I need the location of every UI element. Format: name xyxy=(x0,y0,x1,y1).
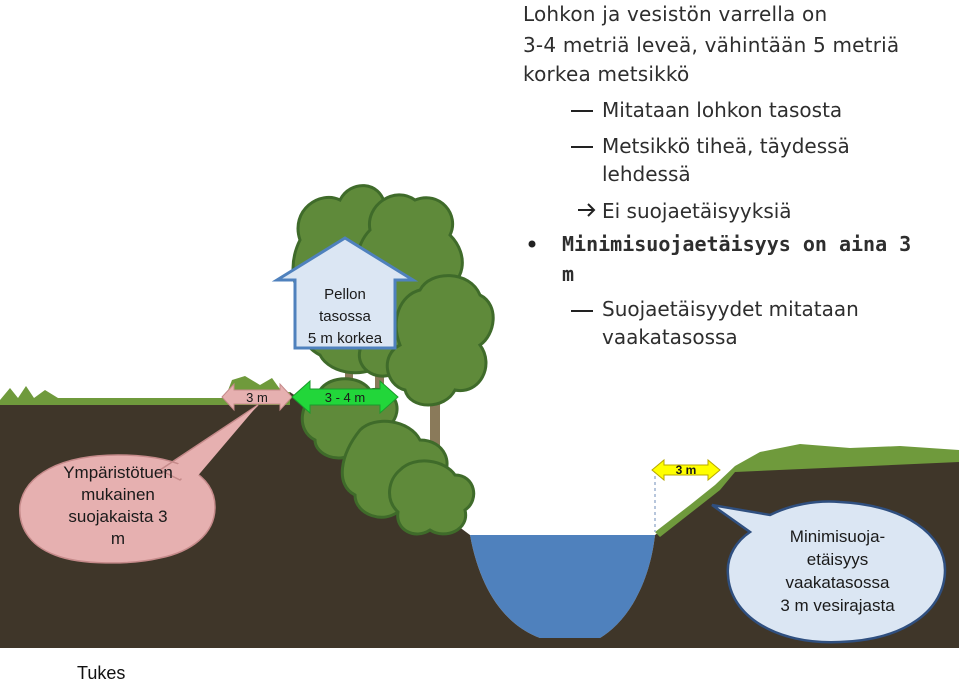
right-arrow-icon xyxy=(578,203,596,217)
left-bubble-line-3: suojakaista 3 xyxy=(68,507,168,526)
left-bubble-tail xyxy=(170,405,258,485)
dash-marker xyxy=(571,110,593,112)
sub-point-2b: lehdessä xyxy=(602,162,691,186)
right-bubble-line-1: Minimisuoja- xyxy=(789,527,886,546)
left-bubble-line-4: m xyxy=(110,529,126,548)
right-bubble-line-4: 3 m vesirajasta xyxy=(780,596,895,615)
sub-point-1: Mitataan lohkon tasosta xyxy=(602,98,843,122)
height-arrow-label: Pellon tasossa 5 m korkea xyxy=(295,284,395,350)
forest-slope-soil xyxy=(290,392,470,648)
right-bubble-shape xyxy=(711,500,947,644)
forest-width-label: 3 - 4 m xyxy=(324,390,366,405)
riverbed-soil xyxy=(440,535,660,648)
right-bubble-line-2: etäisyys xyxy=(806,550,869,569)
height-arrow-line-1: Pellon xyxy=(324,286,366,303)
forest-width-arrow xyxy=(291,379,399,415)
footer-brand: Tukes xyxy=(77,663,126,683)
bullet-line-2: m xyxy=(562,262,575,286)
dash-marker xyxy=(571,310,593,312)
height-arrow-line-3: 5 m korkea xyxy=(307,330,383,347)
right-strip-arrow xyxy=(651,458,721,482)
heading-line-3: korkea metsikkö xyxy=(523,62,690,86)
bullet-line-1: Minimisuojaetäisyys on aina 3 xyxy=(562,232,912,256)
left-bubble-line-1: Ympäristötuen xyxy=(63,463,173,482)
left-bubble-line-2: mukainen xyxy=(81,485,155,504)
left-strip-label: 3 m xyxy=(246,390,268,405)
height-arrow-line-2: tasossa xyxy=(319,308,371,325)
left-bubble-text: Ympäristötuen mukainen suojakaista 3 m xyxy=(28,462,208,550)
heading-line-2: 3-4 metriä leveä, vähintään 5 metriä xyxy=(523,33,900,57)
bullet-sub-1b: vaakatasossa xyxy=(602,325,738,349)
height-arrow-shape xyxy=(271,236,419,350)
right-bubble-line-3: vaakatasossa xyxy=(785,573,890,592)
right-bank-grass xyxy=(655,444,959,537)
sub-point-2a: Metsikkö tiheä, täydessä xyxy=(602,134,850,158)
water-body xyxy=(470,535,655,638)
heading-line-1: Lohkon ja vesistön varrella on xyxy=(523,2,828,26)
right-bubble-text: Minimisuoja- etäisyys vaakatasossa 3 m v… xyxy=(740,525,935,617)
bullet-sub-1a: Suojaetäisyydet mitataan xyxy=(602,297,859,321)
bullet-dot xyxy=(528,240,536,248)
dash-marker xyxy=(571,146,593,148)
arrow-point: Ei suojaetäisyyksiä xyxy=(602,199,792,223)
right-strip-label: 3 m xyxy=(675,463,697,477)
